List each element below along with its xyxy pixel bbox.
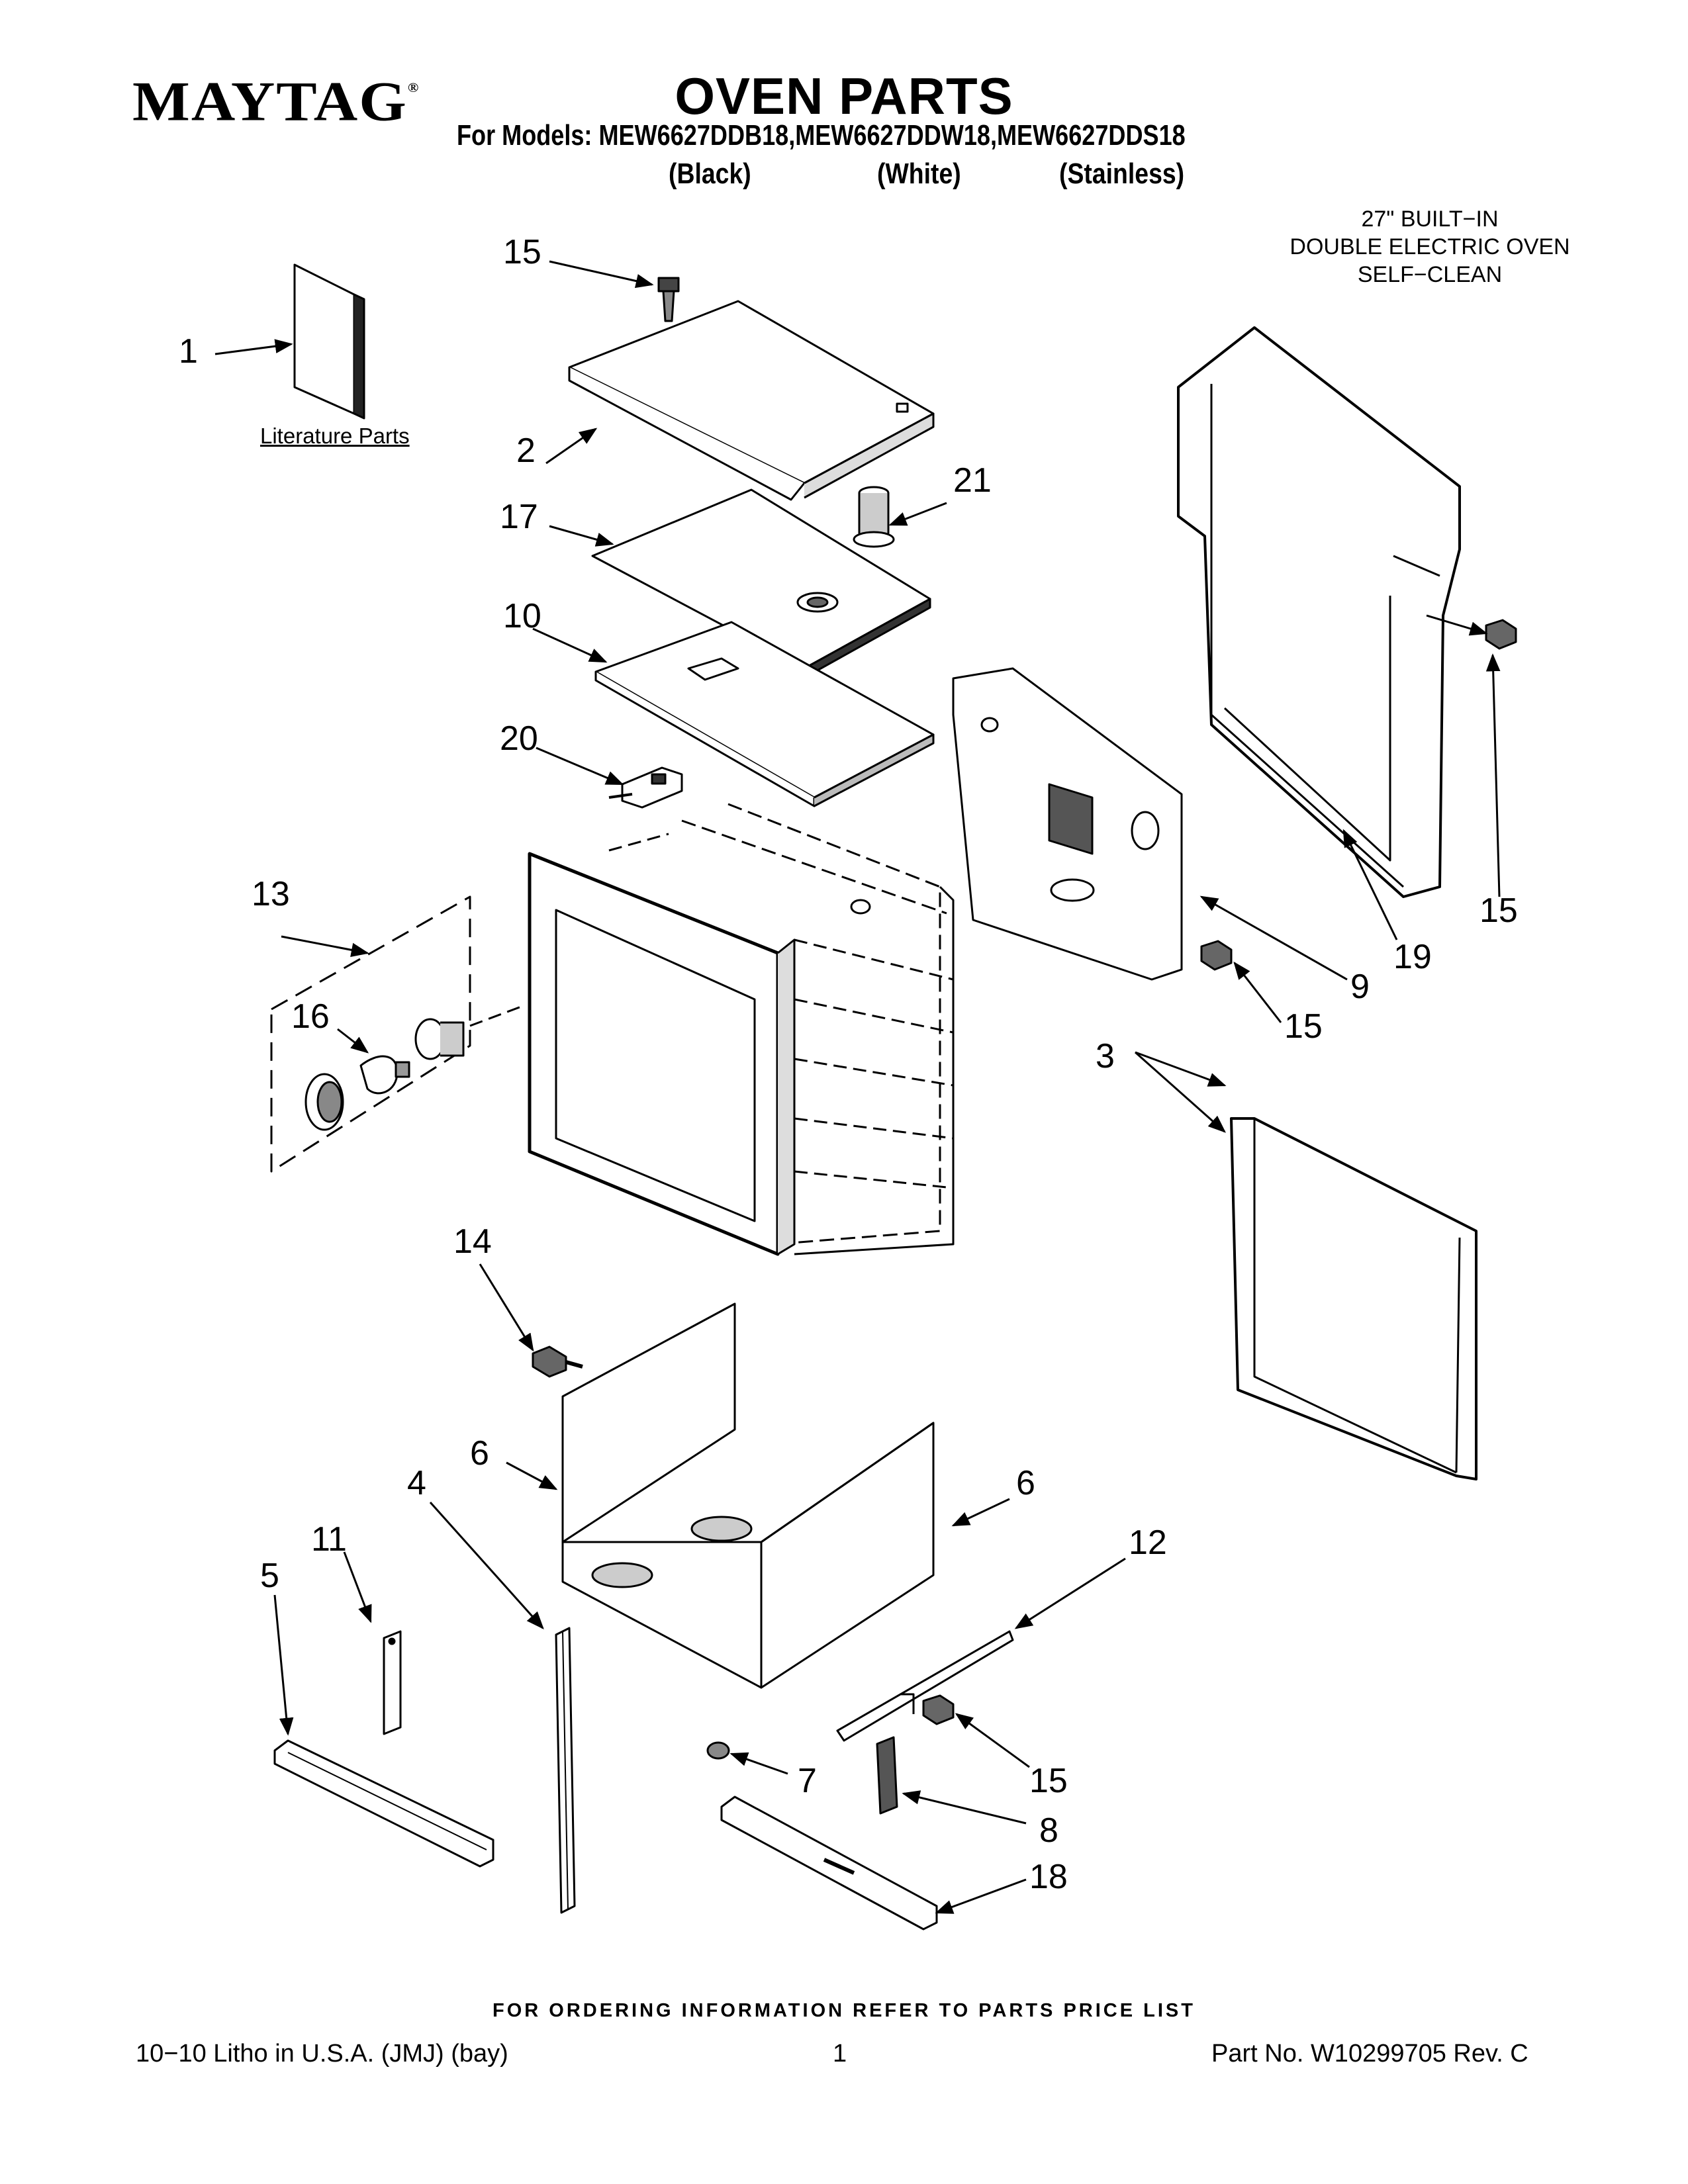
callout-15-rail: 15	[1029, 1762, 1068, 1800]
leader-3	[1135, 1051, 1227, 1087]
part-number: Part No. W10299705 Rev. C	[1211, 2040, 1528, 2068]
leader-10	[532, 627, 608, 663]
screw-icon	[1200, 940, 1233, 971]
leader-4	[429, 1501, 544, 1630]
product-description: 27" BUILT−IN DOUBLE ELECTRIC OVEN SELF−C…	[1178, 205, 1681, 289]
callout-17: 17	[500, 498, 538, 536]
insulation-pad	[594, 621, 935, 807]
page-number: 1	[833, 2040, 847, 2068]
hinge-receiver	[876, 1736, 898, 1815]
variant-white: (White)	[877, 158, 961, 190]
wrap-screw-line	[1426, 614, 1488, 636]
leader-18	[935, 1878, 1027, 1914]
leader-9	[1199, 895, 1348, 981]
top-panel	[568, 300, 935, 501]
outer-wrap-panel	[1177, 326, 1461, 898]
callout-10: 10	[503, 597, 541, 635]
light-lens	[305, 1073, 344, 1131]
description-line: DOUBLE ELECTRIC OVEN	[1289, 234, 1570, 259]
callout-18: 18	[1029, 1858, 1068, 1896]
leader-13	[281, 935, 369, 958]
callout-12: 12	[1129, 1524, 1167, 1562]
oven-cavity	[528, 803, 955, 1256]
leader-5	[273, 1594, 294, 1736]
leader-14	[479, 1263, 534, 1352]
callout-20: 20	[500, 719, 538, 758]
leader-17	[549, 525, 614, 547]
variant-black: (Black)	[669, 158, 751, 190]
variant-stainless: (Stainless)	[1059, 158, 1185, 190]
side-panel-stub	[1135, 1051, 1227, 1133]
callout-21: 21	[953, 461, 992, 500]
leader-lines	[214, 260, 1501, 1914]
leader-12	[1014, 1557, 1126, 1629]
oven-light-assembly	[270, 895, 524, 1173]
bolt-icon	[532, 1345, 583, 1378]
litho-info: 10−10 Litho in U.S.A. (JMJ) (bay)	[136, 2040, 508, 2068]
screw-icon	[657, 277, 680, 322]
callout-6-right: 6	[1016, 1464, 1035, 1502]
literature-booklet	[293, 263, 365, 420]
callout-11: 11	[311, 1520, 347, 1559]
vent-tube	[853, 486, 895, 548]
literature-parts-label: Literature Parts	[260, 424, 410, 448]
leader-7	[729, 1752, 788, 1775]
leader-15-rail	[955, 1713, 1030, 1768]
bottom-rail	[273, 1739, 494, 1868]
callout-19: 19	[1393, 938, 1432, 976]
callout-2: 2	[516, 432, 536, 470]
callout-1: 1	[179, 332, 198, 371]
ordering-note: FOR ORDERING INFORMATION REFER TO PARTS …	[492, 2000, 1196, 2021]
grommet-icon	[706, 1741, 730, 1760]
side-panel	[1230, 1117, 1477, 1480]
vertical-trim-strip	[555, 1627, 576, 1914]
leader-6-left	[506, 1461, 558, 1490]
leader-16	[337, 1028, 369, 1054]
screw-icon	[1485, 619, 1517, 650]
lower-wrap	[561, 1302, 935, 1689]
lower-trim	[720, 1796, 938, 1931]
callout-15-wrap: 15	[1479, 891, 1518, 930]
callout-8: 8	[1039, 1811, 1058, 1850]
callout-14: 14	[453, 1222, 492, 1261]
rear-panel	[952, 667, 1183, 981]
leader-6-right	[951, 1498, 1010, 1527]
small-bracket	[383, 1630, 402, 1735]
callout-15-top: 15	[503, 233, 541, 271]
callout-6-left: 6	[470, 1434, 489, 1473]
callout-5: 5	[260, 1557, 279, 1595]
screw-icon	[922, 1694, 955, 1725]
callout-7: 7	[798, 1762, 817, 1800]
leader-11	[343, 1551, 372, 1623]
callout-13: 13	[252, 875, 290, 913]
leader-15-wrap	[1485, 653, 1501, 897]
leader-21	[888, 502, 947, 526]
sensor-icon	[608, 766, 683, 809]
callout-15-rear: 15	[1284, 1007, 1323, 1046]
brand-logo: MAYTAG®	[132, 70, 420, 132]
models-line: For Models: MEW6627DDB18,MEW6627DDW18,ME…	[457, 119, 1186, 152]
leader-20	[536, 747, 624, 786]
description-line: SELF−CLEAN	[1357, 262, 1503, 287]
leader-1	[214, 339, 293, 355]
leader-2	[545, 428, 598, 465]
leader-8	[902, 1790, 1027, 1825]
callout-16: 16	[291, 997, 330, 1036]
leader-15-top	[549, 260, 654, 289]
page-title: OVEN PARTS	[675, 67, 1013, 125]
callout-9: 9	[1350, 968, 1370, 1006]
leader-19	[1342, 829, 1398, 940]
leader-15-rear	[1233, 961, 1282, 1023]
callout-3: 3	[1096, 1037, 1115, 1075]
callout-4: 4	[407, 1464, 426, 1502]
light-socket	[414, 1018, 465, 1060]
description-line: 27" BUILT−IN	[1361, 206, 1499, 232]
support-rail	[836, 1630, 1014, 1742]
light-bulb-icon	[359, 1055, 410, 1095]
